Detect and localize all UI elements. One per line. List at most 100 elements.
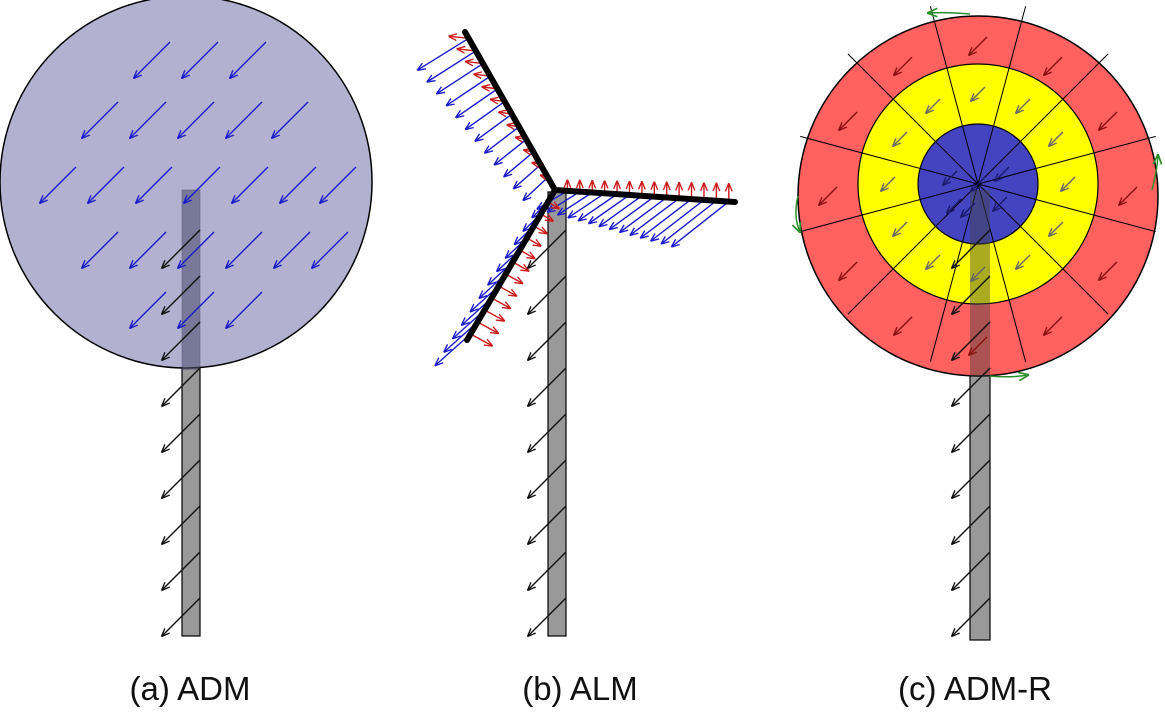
force-arrow [947,198,962,213]
force-arrow [470,333,493,346]
force-arrow [661,200,717,244]
force-arrow [961,202,976,217]
rotation-arrows [796,13,1158,377]
panel-admr [796,6,1158,641]
force-arrow [528,413,567,452]
force-arrow [589,194,630,223]
force-arrow [894,316,913,335]
caption-admr: (c) ADM-R [898,670,1052,707]
force-arrow [528,229,567,268]
force-arrow [504,151,534,176]
force-arrow [568,192,606,217]
force-arrow [1099,261,1118,280]
force-arrow [477,321,499,333]
force-arrow [1016,254,1031,269]
force-arrow [505,273,523,283]
force-arrow [558,191,593,214]
force-arrow [456,88,498,117]
force-arrow [226,101,263,138]
force-arrow [226,291,263,328]
force-arrow [162,367,201,406]
force-arrow [82,231,119,268]
force-arrow [528,505,567,544]
force-arrow [130,231,167,268]
force-arrow [130,291,167,328]
force-arrow [162,597,201,636]
force-arrow [280,166,317,203]
force-arrow [88,166,125,203]
force-arrow [272,101,309,138]
force-arrow [528,321,567,360]
force-arrow [926,98,941,113]
tower-overlap-shade [970,190,990,376]
tower-force-arrows [952,229,991,636]
sector-line [977,183,1156,233]
sector-line [800,135,979,185]
force-arrow [162,505,201,544]
force-arrow [1049,131,1064,146]
blade-right [552,187,738,205]
tower-force-arrows [528,229,567,636]
force-arrow [819,186,838,205]
blade-lower [464,187,558,343]
sector-line [800,183,979,233]
force-arrow [232,166,269,203]
force-arrow [523,176,549,200]
force-arrow [178,231,215,268]
force-arrow [136,166,173,203]
force-arrow [274,231,311,268]
force-arrow [162,321,201,360]
force-arrow [528,459,567,498]
sector-line [929,6,979,185]
force-arrow [485,126,520,153]
force-arrow [1049,221,1064,236]
caption-alm: (b) ALM [522,670,638,707]
force-arrow [952,597,991,636]
force-arrow [427,50,477,82]
force-arrow [320,166,357,203]
force-arrow [437,63,484,94]
force-arrow [1119,186,1138,205]
force-arrow [641,198,692,238]
tower-alm [547,191,567,637]
force-arrow [952,459,991,498]
force-arrow [1061,176,1076,191]
force-arrow [162,551,201,590]
force-arrow [894,56,913,75]
force-arrow [484,309,505,321]
force-arrow [599,195,643,226]
rotation-arrow [1151,155,1158,191]
force-arrow [952,367,991,406]
force-arrow [178,291,215,328]
force-arrow [514,164,542,189]
force-arrow [178,101,215,138]
force-arrow [610,196,655,230]
force-arrow [162,413,201,452]
sector-line [929,183,979,362]
sector-line [977,135,1156,185]
force-arrow [971,86,986,101]
panel-alm [418,29,738,637]
force-arrow [226,231,263,268]
force-arrow [312,231,349,268]
force-arrow [230,41,267,78]
force-arrow [1044,316,1063,335]
force-arrow [952,505,991,544]
sector-line [977,6,1027,185]
force-arrow [40,166,77,203]
disk-force-arrows [40,41,357,328]
force-arrow [620,196,668,232]
force-arrow [447,75,491,105]
force-arrow [993,196,1008,211]
force-arrow [182,41,219,78]
force-arrow [1099,111,1118,130]
force-arrow [418,37,469,70]
force-arrow [952,275,991,314]
force-arrow [971,176,986,191]
force-arrow [672,201,730,247]
rotation-arrow [989,375,1028,377]
force-arrow [952,229,991,268]
tower-force-arrows [162,229,201,636]
force-arrow [971,266,986,281]
